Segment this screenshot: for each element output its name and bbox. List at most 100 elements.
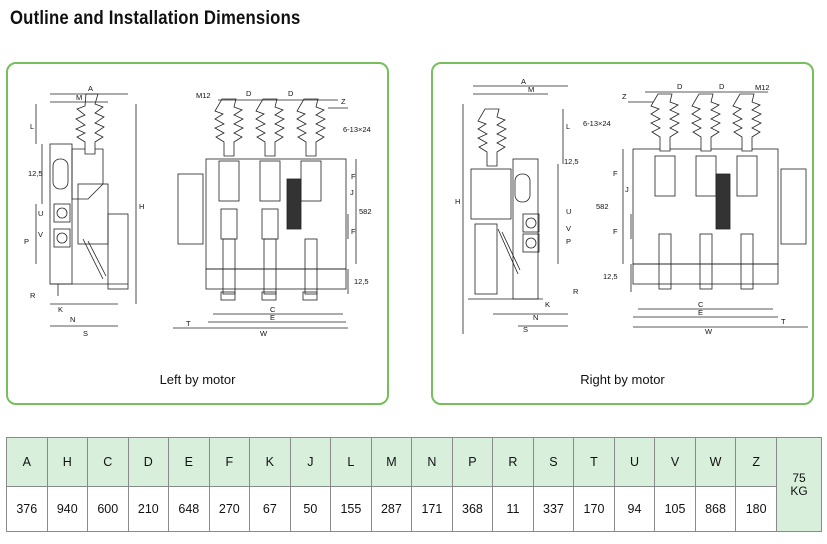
page-title: Outline and Installation Dimensions (10, 8, 301, 29)
weight-value: 75 (792, 470, 806, 485)
header-cell: V (654, 437, 696, 487)
right-outline-drawing: A M Z D D M12 6-13×24 L 12,5 F J 582 F 1… (455, 77, 808, 336)
svg-text:Z: Z (622, 92, 627, 101)
svg-text:Z: Z (341, 97, 346, 106)
value-cell: 287 (370, 486, 413, 532)
svg-text:M12: M12 (755, 83, 770, 92)
value-cell: 94 (613, 486, 656, 532)
svg-text:V: V (38, 230, 43, 239)
table-header-row: A H C D E F K J L M N P R S T U V W Z 75… (6, 437, 822, 532)
svg-text:F: F (613, 169, 618, 178)
weight-cell: 75 KG (776, 437, 822, 532)
svg-text:12,5: 12,5 (603, 272, 618, 281)
header-cell: S (532, 437, 575, 487)
svg-text:N: N (533, 313, 538, 322)
header-cell: N (411, 437, 453, 487)
header-cell: M (370, 437, 413, 487)
value-cell: 50 (289, 486, 332, 532)
header-cell: A (6, 437, 48, 487)
svg-text:U: U (566, 207, 571, 216)
header-cell: F (208, 437, 251, 487)
svg-text:582: 582 (359, 207, 372, 216)
svg-text:J: J (350, 188, 354, 197)
value-cell: 155 (330, 486, 372, 532)
svg-text:L: L (30, 122, 34, 131)
table-values-row: 376 940 600 210 648 270 67 50 155 287 17… (6, 486, 822, 532)
svg-text:W: W (260, 329, 268, 338)
svg-text:K: K (545, 300, 550, 309)
svg-text:C: C (270, 305, 276, 314)
svg-text:F: F (613, 227, 618, 236)
value-cell: 67 (249, 486, 291, 532)
svg-text:H: H (455, 197, 460, 206)
header-cell: D (127, 437, 170, 487)
value-cell: 337 (532, 486, 575, 532)
value-cell: 11 (492, 486, 534, 532)
header-cell: W (694, 437, 737, 487)
svg-text:P: P (566, 237, 571, 246)
value-cell: 648 (168, 486, 210, 532)
svg-text:T: T (186, 319, 191, 328)
svg-text:K: K (58, 305, 63, 314)
header-cell: H (46, 437, 89, 487)
svg-text:P: P (24, 237, 29, 246)
left-by-motor-panel: A M M12 D D Z L 12,5 H P V U R K N S T C… (6, 62, 389, 405)
svg-text:C: C (698, 300, 704, 309)
value-cell: 180 (735, 486, 777, 532)
svg-text:V: V (566, 224, 571, 233)
svg-text:F: F (351, 172, 356, 181)
header-cell: R (492, 437, 534, 487)
svg-text:E: E (270, 313, 275, 322)
svg-text:M: M (528, 85, 534, 94)
svg-text:6-13×24: 6-13×24 (343, 125, 371, 134)
value-cell: 105 (654, 486, 696, 532)
svg-text:12,5: 12,5 (564, 157, 579, 166)
svg-text:S: S (83, 329, 88, 338)
svg-text:R: R (30, 291, 36, 300)
value-cell: 600 (87, 486, 129, 532)
value-cell: 170 (573, 486, 615, 532)
svg-text:D: D (288, 89, 294, 98)
svg-text:D: D (677, 82, 683, 91)
header-cell: T (573, 437, 615, 487)
right-panel-caption: Right by motor (580, 372, 665, 387)
value-cell: 868 (694, 486, 737, 532)
svg-text:H: H (139, 202, 144, 211)
value-cell: 376 (6, 486, 48, 532)
header-cell: U (613, 437, 656, 487)
svg-text:M12: M12 (196, 91, 211, 100)
svg-text:S: S (523, 325, 528, 334)
dimensions-table: A H C D E F K J L M N P R S T U V W Z 75… (6, 437, 822, 532)
left-outline-drawing: A M M12 D D Z L 12,5 H P V U R K N S T C… (24, 84, 372, 338)
svg-text:W: W (705, 327, 713, 336)
header-cell: C (87, 437, 129, 487)
header-cell: E (168, 437, 210, 487)
value-cell: 940 (46, 486, 89, 532)
header-cell: Z (735, 437, 777, 487)
value-cell: 210 (127, 486, 170, 532)
value-cell: 368 (451, 486, 494, 532)
header-cell: J (289, 437, 332, 487)
weight-unit: KG (790, 483, 808, 498)
svg-text:12,5: 12,5 (354, 277, 369, 286)
value-cell: 270 (208, 486, 251, 532)
header-cell: L (330, 437, 372, 487)
svg-text:U: U (38, 209, 43, 218)
header-cell: P (451, 437, 494, 487)
header-cell: K (249, 437, 291, 487)
svg-text:J: J (625, 185, 629, 194)
svg-text:R: R (573, 287, 579, 296)
svg-text:D: D (246, 89, 252, 98)
svg-text:M: M (76, 93, 82, 102)
left-panel-caption: Left by motor (159, 372, 236, 387)
svg-text:582: 582 (596, 202, 609, 211)
svg-text:D: D (719, 82, 725, 91)
svg-text:6-13×24: 6-13×24 (583, 119, 611, 128)
value-cell: 171 (411, 486, 453, 532)
svg-text:E: E (698, 308, 703, 317)
svg-text:T: T (781, 317, 786, 326)
right-by-motor-panel: A M Z D D M12 6-13×24 L 12,5 F J 582 F 1… (431, 62, 814, 405)
svg-text:A: A (88, 84, 93, 93)
svg-text:12,5: 12,5 (28, 169, 43, 178)
svg-text:N: N (70, 315, 75, 324)
